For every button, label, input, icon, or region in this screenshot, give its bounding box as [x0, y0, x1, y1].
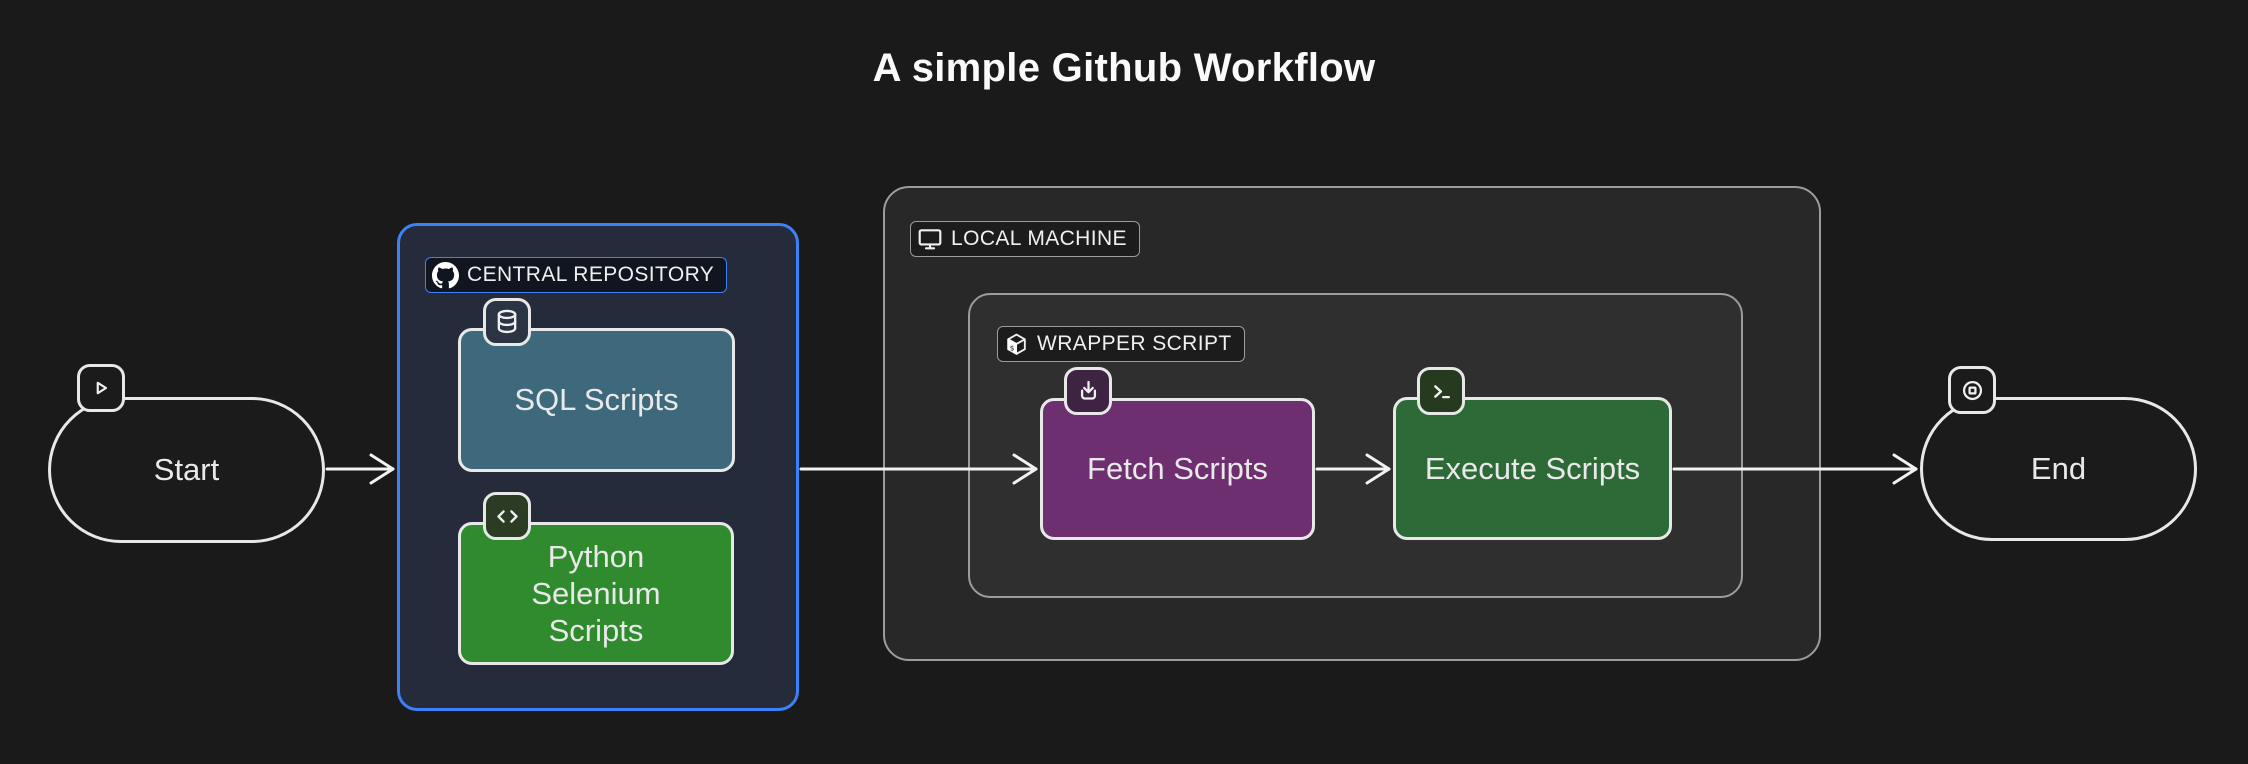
code-icon [494, 503, 521, 530]
play-icon [88, 375, 114, 401]
end-node[interactable]: End [1920, 397, 2197, 541]
end-node-badge [1948, 366, 1996, 414]
github-icon [432, 261, 459, 289]
monitor-icon [917, 226, 943, 252]
fetch-scripts-badge [1064, 367, 1112, 415]
central-repository-chip-label: CENTRAL REPOSITORY [467, 263, 715, 286]
execute-scripts-badge [1417, 367, 1465, 415]
database-icon [493, 308, 521, 336]
start-node-badge [77, 364, 125, 412]
local-machine-chip[interactable]: LOCAL MACHINE [910, 221, 1140, 257]
sql-scripts-badge [483, 298, 531, 346]
python-selenium-scripts-badge [483, 492, 531, 540]
execute-scripts-node[interactable]: Execute Scripts [1393, 397, 1672, 540]
svg-text:$: $ [1010, 343, 1015, 352]
terminal-icon [1428, 378, 1455, 405]
wrapper-script-chip-label: WRAPPER SCRIPT [1037, 332, 1232, 355]
start-node[interactable]: Start [48, 397, 325, 543]
stop-circle-icon [1959, 377, 1986, 404]
python-selenium-scripts-node[interactable]: Python Selenium Scripts [458, 522, 734, 665]
arrow-start-to-central-repository [325, 453, 395, 485]
download-icon [1075, 378, 1102, 405]
sql-scripts-label: SQL Scripts [514, 382, 679, 418]
start-node-label: Start [153, 452, 220, 488]
diagram-title: A simple Github Workflow [872, 46, 1376, 90]
end-node-label: End [2030, 451, 2087, 487]
fetch-scripts-label: Fetch Scripts [1087, 451, 1268, 487]
fetch-scripts-node[interactable]: Fetch Scripts [1040, 398, 1315, 540]
local-machine-chip-label: LOCAL MACHINE [951, 227, 1127, 250]
python-selenium-scripts-label: Python Selenium Scripts [531, 538, 661, 649]
sql-scripts-node[interactable]: SQL Scripts [458, 328, 735, 472]
central-repository-chip[interactable]: CENTRAL REPOSITORY [425, 257, 728, 293]
wrapper-script-chip[interactable]: $ WRAPPER SCRIPT [997, 326, 1245, 362]
package-icon: $ [1004, 332, 1029, 357]
execute-scripts-label: Execute Scripts [1424, 450, 1641, 486]
